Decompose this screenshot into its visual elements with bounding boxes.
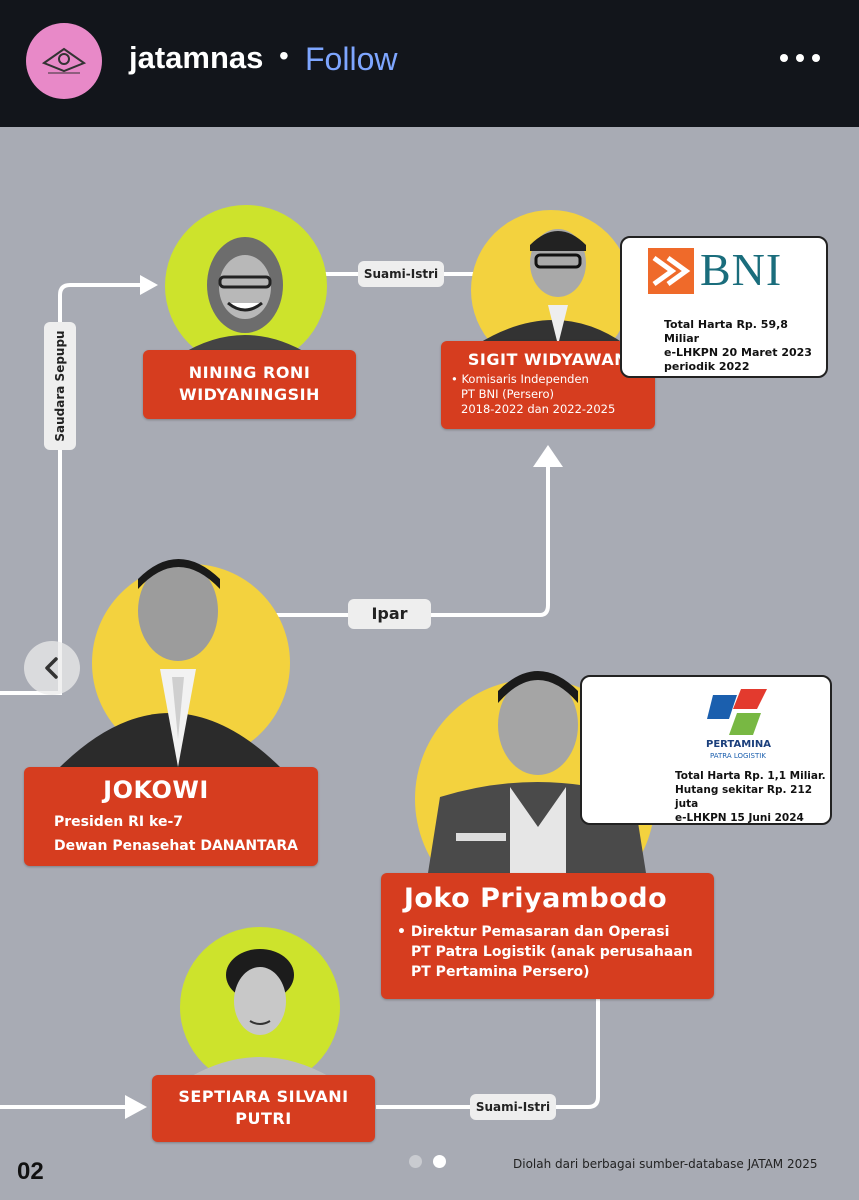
- nining-name-line2: WIDYANINGSIH: [179, 385, 320, 404]
- sigit-detail-1: • Komisaris Independen: [451, 372, 589, 386]
- septiara-name-line1: SEPTIARA SILVANI: [178, 1087, 349, 1106]
- profile-avatar[interactable]: [26, 23, 102, 99]
- relation-label-ipar: Ipar: [348, 599, 431, 629]
- bni-asset-line2: e-LHKPN 20 Maret 2023: [664, 346, 812, 359]
- jokowi-photo: [60, 559, 280, 767]
- septiara-name-line2: PUTRI: [235, 1109, 292, 1128]
- connector-lines: [0, 272, 600, 1119]
- joko-detail-3: PT Pertamina Persero): [411, 964, 590, 980]
- joko-name: Joko Priyambodo: [403, 883, 668, 914]
- joko-info-box: Joko Priyambodo • Direktur Pemasaran dan…: [381, 873, 714, 999]
- sigit-detail-3: 2018-2022 dan 2022-2025: [461, 402, 616, 416]
- more-options-icon[interactable]: [780, 48, 824, 68]
- joko-detail-2: PT Patra Logistik (anak perusahaan: [411, 944, 693, 960]
- bni-asset-card: BNI Total Harta Rp. 59,8 Miliar e-LHKPN …: [620, 236, 828, 378]
- relation-label-sepupu: Saudara Sepupu: [44, 322, 76, 450]
- carousel-dot-2[interactable]: [433, 1155, 446, 1168]
- sigit-detail-2: PT BNI (Persero): [461, 387, 555, 401]
- sigit-photo: [476, 229, 626, 345]
- jokowi-info-box: JOKOWI Presiden RI ke-7 Dewan Penasehat …: [24, 767, 318, 866]
- nining-name-box: NINING RONI WIDYANINGSIH: [143, 350, 356, 419]
- sigit-info-box: SIGIT WIDYAWAN • Komisaris Independen PT…: [441, 341, 655, 429]
- pertamina-logo-icon: [707, 689, 767, 735]
- pertamina-asset-line1: Total Harta Rp. 1,1 Miliar.: [675, 770, 826, 782]
- jokowi-name: JOKOWI: [103, 776, 209, 804]
- pertamina-logo-subtext: PATRA LOGISTIK: [710, 752, 766, 760]
- page-number: 02: [17, 1158, 44, 1185]
- pertamina-asset-card: PERTAMINA PATRA LOGISTIK Total Harta Rp.…: [580, 675, 832, 825]
- septiara-name-box: SEPTIARA SILVANI PUTRI: [152, 1075, 375, 1142]
- septiara-photo: [190, 949, 330, 1077]
- nining-name-line1: NINING RONI: [188, 363, 311, 382]
- separator-dot: •: [279, 40, 289, 71]
- joko-detail-1: • Direktur Pemasaran dan Operasi: [397, 924, 670, 940]
- pertamina-asset-line2: Hutang sekitar Rp. 212 juta: [675, 784, 813, 810]
- nining-photo: [180, 237, 310, 355]
- avatar-logo-icon: [41, 47, 87, 74]
- chevron-left-icon: [45, 657, 58, 679]
- jokowi-detail-2: Dewan Penasehat DANANTARA: [54, 838, 298, 854]
- post-image: Saudara Sepupu NINING RONI WIDYANINGSIH …: [0, 127, 859, 1200]
- pertamina-asset-line3: e-LHKPN 15 Juni 2024: [675, 812, 804, 824]
- bni-asset-line3: periodik 2022: [664, 360, 750, 373]
- jokowi-detail-1: Presiden RI ke-7: [54, 814, 183, 830]
- carousel-dot-1[interactable]: [409, 1155, 422, 1168]
- username[interactable]: jatamnas: [129, 40, 264, 75]
- pertamina-logo-text: PERTAMINA: [706, 739, 771, 750]
- bni-asset-line1: Total Harta Rp. 59,8 Miliar: [664, 318, 788, 345]
- relation-label-suami-istri-bottom: Suami-Istri: [470, 1094, 556, 1120]
- sigit-name: SIGIT WIDYAWAN: [467, 350, 629, 369]
- bni-logo-icon: [648, 248, 694, 294]
- follow-button[interactable]: Follow: [305, 41, 398, 77]
- carousel-prev-button[interactable]: [24, 641, 80, 695]
- relation-label-suami-istri-top: Suami-Istri: [358, 261, 444, 287]
- source-caption: Diolah dari berbagai sumber-database JAT…: [513, 1157, 818, 1171]
- bni-logo-text: BNI: [700, 244, 783, 295]
- post-header: jatamnas • Follow: [0, 0, 859, 127]
